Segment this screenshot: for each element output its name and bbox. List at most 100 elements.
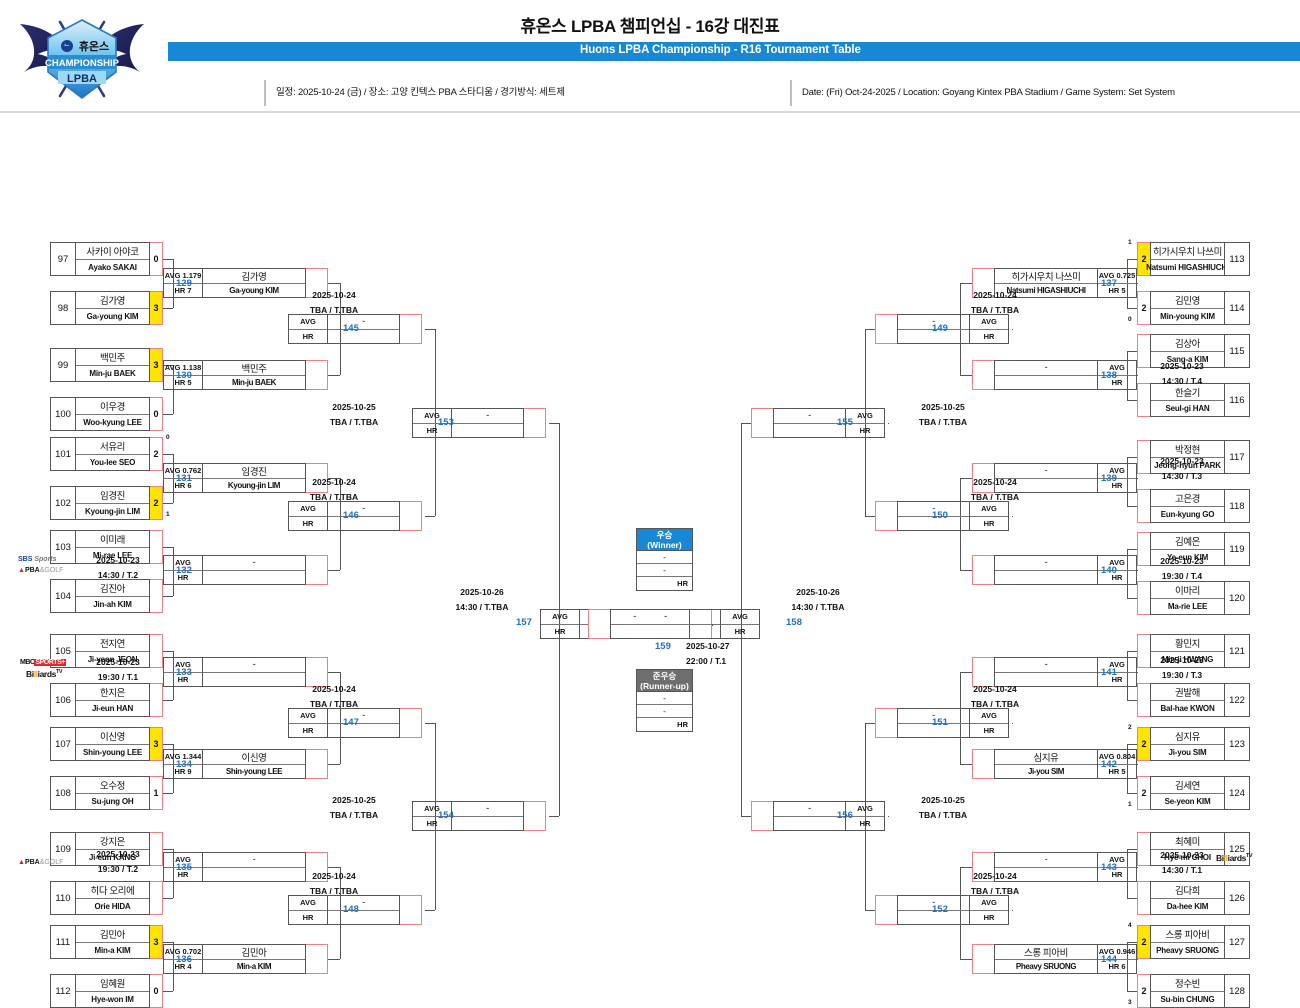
connector-line [549, 423, 559, 425]
player-score [150, 579, 163, 613]
player-box[interactable]: 124 김세연 Se-yeon KIM 2 [1137, 776, 1250, 810]
match-id: 136 [176, 954, 192, 965]
connector-line [960, 764, 972, 766]
connector-line [1137, 375, 1139, 377]
player-box[interactable]: 117 박정현 Jeong-hyun PARK [1137, 440, 1250, 474]
player-box[interactable]: 116 한슬기 Seul-gi HAN [1137, 383, 1250, 417]
advance-slot [306, 268, 328, 298]
player-box[interactable]: 123 심지유 Ji-you SIM 2 [1137, 727, 1250, 761]
svg-text:휴온스: 휴온스 [79, 39, 109, 53]
player-box[interactable]: 112 임혜원 Hye-won IM 0 [50, 974, 163, 1008]
match-id: 147 [343, 717, 359, 728]
connector-line [425, 329, 435, 331]
player-name-ko: 김민아 [76, 926, 149, 943]
player-box[interactable]: 97 사카이 아야코 Ayako SAKAI 0 [50, 242, 163, 276]
player-box[interactable]: 121 황민지 Min-ji HWANG [1137, 634, 1250, 668]
result-name-en [774, 817, 845, 831]
player-box[interactable]: 115 김상아 Sang-a KIM [1137, 334, 1250, 368]
player-box[interactable]: 110 히다 오리에 Orie HIDA [50, 881, 163, 915]
player-seed: 128 [1225, 974, 1250, 1008]
connector-line [340, 867, 342, 959]
player-names: 이마리 Ma-rie LEE [1150, 581, 1225, 615]
player-box[interactable]: 111 김민아 Min-a KIM 3 [50, 925, 163, 959]
player-name-en: Min-a KIM [94, 945, 131, 955]
player-box[interactable]: 103 이미래 Mi-rae LEE [50, 530, 163, 564]
player-box[interactable]: 104 김진아 Jin-ah KIM [50, 579, 163, 613]
player-box[interactable]: 101 서유리 You-lee SEO 2 [50, 437, 163, 471]
player-box[interactable]: 106 한지은 Ji-eun HAN [50, 683, 163, 717]
broadcaster-logo: ▲PBA&GOLF [18, 567, 64, 574]
avg-value: AVG [970, 709, 1008, 724]
player-names: 고은경 Eun-kyung GO [1150, 489, 1225, 523]
result-name-ko: - [328, 315, 399, 330]
connector-line [865, 723, 867, 910]
match-id: 154 [438, 810, 454, 821]
player-box[interactable]: 126 김다희 Da-hee KIM [1137, 881, 1250, 915]
player-box[interactable]: 118 고은경 Eun-kyung GO [1137, 489, 1250, 523]
connector-line [163, 849, 173, 851]
player-box[interactable]: 107 이신영 Shin-young LEE 3 [50, 727, 163, 761]
avg-value: AVG [846, 802, 884, 817]
player-box[interactable]: 120 이마리 Ma-rie LEE [1137, 581, 1250, 615]
player-box[interactable]: 109 강지은 Ji-eun KANG [50, 832, 163, 866]
hr-value: HR [302, 331, 314, 341]
player-box[interactable]: 127 스롱 피아비 Pheavy SRUONG 2 [1137, 925, 1250, 959]
player-box[interactable]: 114 김민영 Min-young KIM 2 [1137, 291, 1250, 325]
player-box[interactable]: 102 임경진 Kyoung-jin LIM 2 [50, 486, 163, 520]
match-id: 143 [1101, 862, 1117, 873]
advance-slot [306, 944, 328, 974]
connector-line [1127, 506, 1137, 508]
connector-line [1012, 329, 1014, 331]
connector-line [340, 329, 342, 331]
runner-up-box: 준우승(Runner-up) - - HR [636, 669, 693, 732]
player-box[interactable]: 108 오수정 Su-jung OH 1 [50, 776, 163, 810]
player-name-en: Sang-a KIM [1166, 354, 1209, 364]
player-box[interactable]: 98 김가영 Ga-young KIM 3 [50, 291, 163, 325]
player-seed: 122 [1225, 683, 1250, 717]
player-box[interactable]: 99 백민주 Min-ju BAEK 3 [50, 348, 163, 382]
player-box[interactable]: 125 최혜미 Hye-mi CHOI [1137, 832, 1250, 866]
match-id: 149 [932, 323, 948, 334]
player-seed: 123 [1225, 727, 1250, 761]
player-box[interactable]: 128 정수빈 Su-bin CHUNG 2 [1137, 974, 1250, 1008]
player-box[interactable]: 100 이우경 Woo-kyung LEE 0 [50, 397, 163, 431]
player-box[interactable]: 122 권발해 Bal-hae KWON [1137, 683, 1250, 717]
connector-line [741, 816, 751, 818]
player-names: 오수정 Su-jung OH [75, 776, 150, 810]
player-box[interactable]: 113 히가시우치 나쓰미 Natsumi HIGASHIUCHI 2 [1137, 242, 1250, 276]
result-name-ko: - [898, 896, 969, 911]
player-box[interactable]: 119 김예은 Ye-eun KIM [1137, 532, 1250, 566]
avg-value: AVG [413, 409, 451, 424]
